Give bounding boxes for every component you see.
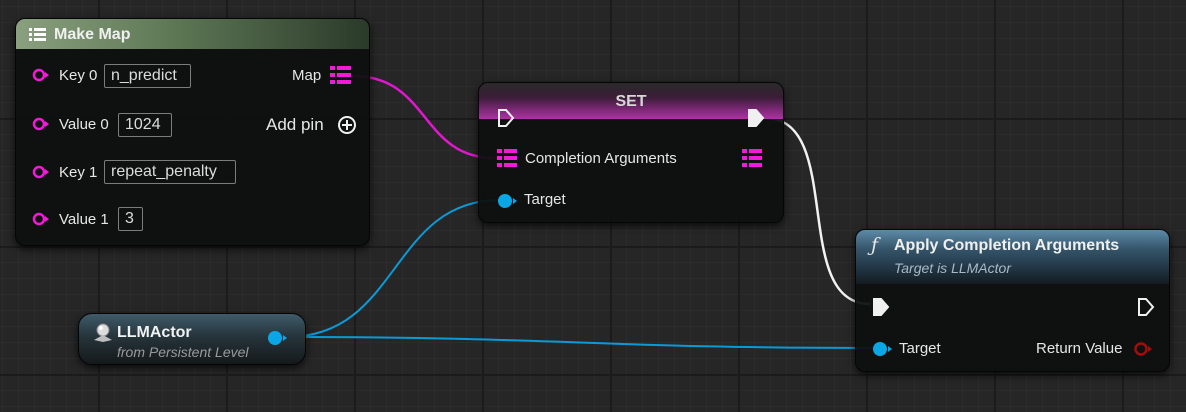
llmactor-node[interactable]: LLMActor from Persistent Level bbox=[78, 313, 306, 365]
value0-pin[interactable] bbox=[32, 117, 50, 131]
exec-in-pin[interactable] bbox=[497, 108, 515, 128]
value0-label: Value 0 bbox=[59, 116, 109, 133]
map-output-label: Map bbox=[292, 67, 322, 84]
key1-field[interactable]: repeat_penalty bbox=[104, 160, 236, 184]
apply-title: Apply Completion Arguments bbox=[894, 237, 1120, 254]
set-header: SET bbox=[479, 83, 783, 119]
set-title: SET bbox=[615, 93, 647, 110]
key0-pin[interactable] bbox=[32, 68, 50, 82]
map-list-icon bbox=[29, 28, 46, 41]
target-wire-set bbox=[286, 199, 501, 338]
actor-icon bbox=[94, 323, 112, 342]
apply-completion-node[interactable]: ƒ Apply Completion Arguments Target is L… bbox=[855, 229, 1170, 372]
apply-subtitle: Target is LLMActor bbox=[894, 260, 1011, 276]
llmactor-title: LLMActor bbox=[117, 324, 192, 341]
apply-target-label: Target bbox=[899, 340, 941, 357]
llmactor-output-pin[interactable] bbox=[267, 330, 289, 346]
value1-pin[interactable] bbox=[32, 212, 50, 226]
make-map-node[interactable]: Make Map Key 0 n_predict Value 0 1024 Ke… bbox=[15, 18, 370, 246]
exec-wire bbox=[764, 116, 871, 306]
return-value-pin[interactable] bbox=[1133, 341, 1155, 357]
set-target-pin[interactable] bbox=[497, 193, 519, 209]
completion-map-out-pin[interactable] bbox=[742, 149, 764, 167]
apply-target-pin[interactable] bbox=[872, 341, 894, 357]
set-target-label: Target bbox=[524, 191, 566, 208]
completion-map-in-pin[interactable] bbox=[497, 149, 519, 167]
key1-label: Key 1 bbox=[59, 164, 98, 181]
apply-header: ƒ Apply Completion Arguments Target is L… bbox=[856, 230, 1169, 284]
target-wire-apply bbox=[286, 336, 876, 349]
llmactor-subtitle: from Persistent Level bbox=[117, 344, 249, 360]
key1-pin[interactable] bbox=[32, 165, 50, 179]
return-value-label: Return Value bbox=[1036, 340, 1123, 357]
value1-field[interactable]: 3 bbox=[118, 207, 143, 231]
make-map-title: Make Map bbox=[54, 26, 131, 43]
key0-field[interactable]: n_predict bbox=[104, 64, 191, 88]
set-node[interactable]: SET Completion Arguments Target bbox=[478, 82, 784, 223]
map-wire bbox=[352, 74, 496, 160]
apply-exec-in-pin[interactable] bbox=[872, 297, 890, 317]
key0-label: Key 0 bbox=[59, 67, 98, 84]
completion-arguments-label: Completion Arguments bbox=[525, 150, 677, 167]
function-icon: ƒ bbox=[871, 234, 879, 256]
value1-label: Value 1 bbox=[59, 211, 109, 228]
apply-exec-out-pin[interactable] bbox=[1137, 297, 1155, 317]
exec-out-pin[interactable] bbox=[747, 108, 765, 128]
map-output-pin[interactable] bbox=[330, 65, 354, 85]
add-pin-label[interactable]: Add pin bbox=[266, 115, 324, 134]
value0-field[interactable]: 1024 bbox=[118, 113, 172, 137]
make-map-header: Make Map bbox=[16, 19, 369, 49]
add-pin-icon[interactable] bbox=[337, 115, 357, 135]
